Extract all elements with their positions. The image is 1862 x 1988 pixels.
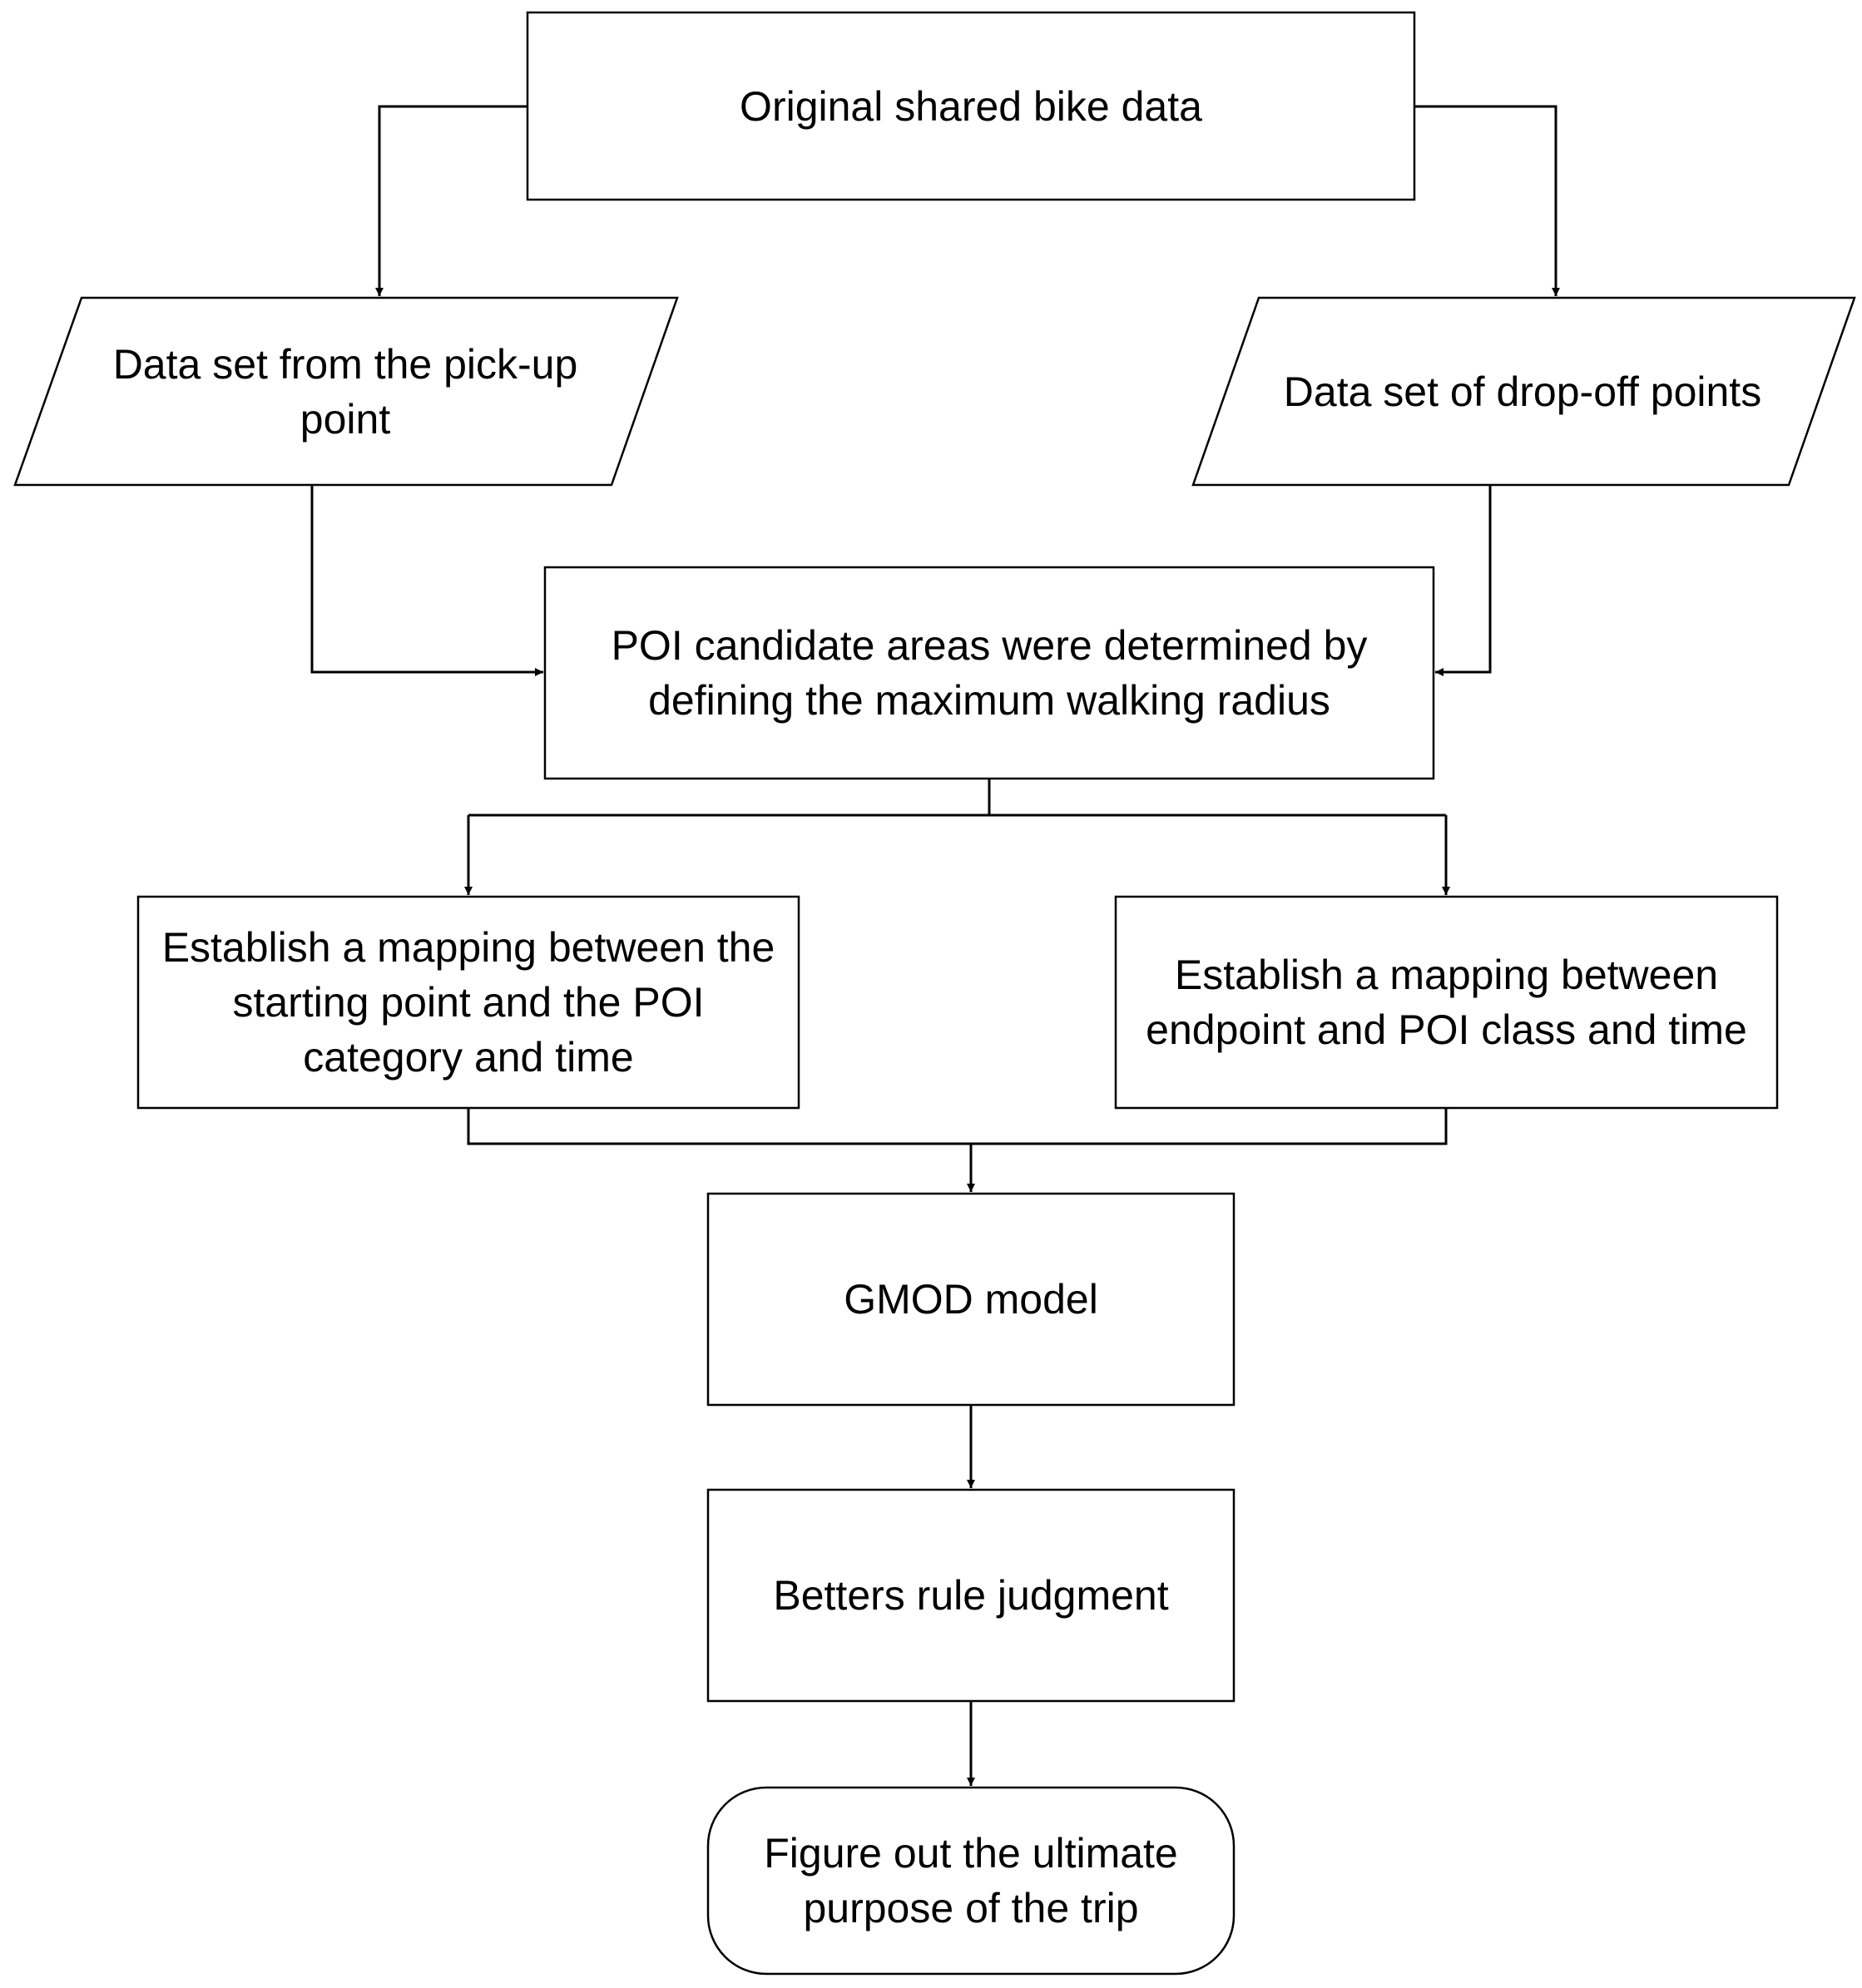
end-mapping-label: Establish a mapping between endpoint and… xyxy=(1146,952,1747,1053)
gmod-model-box xyxy=(706,1192,1236,1407)
connector-pickup-to-poi xyxy=(310,485,543,676)
betters-rule-label: Betters rule judgment xyxy=(773,1572,1169,1619)
betters-rule-box xyxy=(706,1488,1236,1703)
connector-original-to-dropoff xyxy=(1414,105,1560,296)
trip-purpose-terminal xyxy=(706,1786,1236,1976)
original-data-label: Original shared bike data xyxy=(740,82,1202,130)
pickup-dataset-label: Data set from the pick-up point xyxy=(112,340,578,443)
connector-mappings-merge xyxy=(467,1108,1448,1145)
dropoff-dataset-label: Data set of drop-off points xyxy=(1283,368,1762,415)
dropoff-dataset-parallelogram xyxy=(1191,296,1856,487)
start-mapping-label: Establish a mapping between the starting… xyxy=(161,924,775,1081)
connector-poi-split xyxy=(468,779,1446,817)
end-mapping-box xyxy=(1114,895,1779,1110)
connector-original-to-pickup xyxy=(375,105,527,296)
original-data-box xyxy=(526,11,1416,201)
poi-candidate-label: POI candidate areas were determined by d… xyxy=(611,622,1368,724)
gmod-model-label: GMOD model xyxy=(844,1276,1098,1323)
pickup-dataset-parallelogram xyxy=(13,296,679,487)
start-mapping-box xyxy=(136,895,800,1110)
trip-purpose-label: Figure out the ultimate purpose of the t… xyxy=(764,1830,1178,1931)
connector-dropoff-to-poi xyxy=(1435,485,1492,676)
